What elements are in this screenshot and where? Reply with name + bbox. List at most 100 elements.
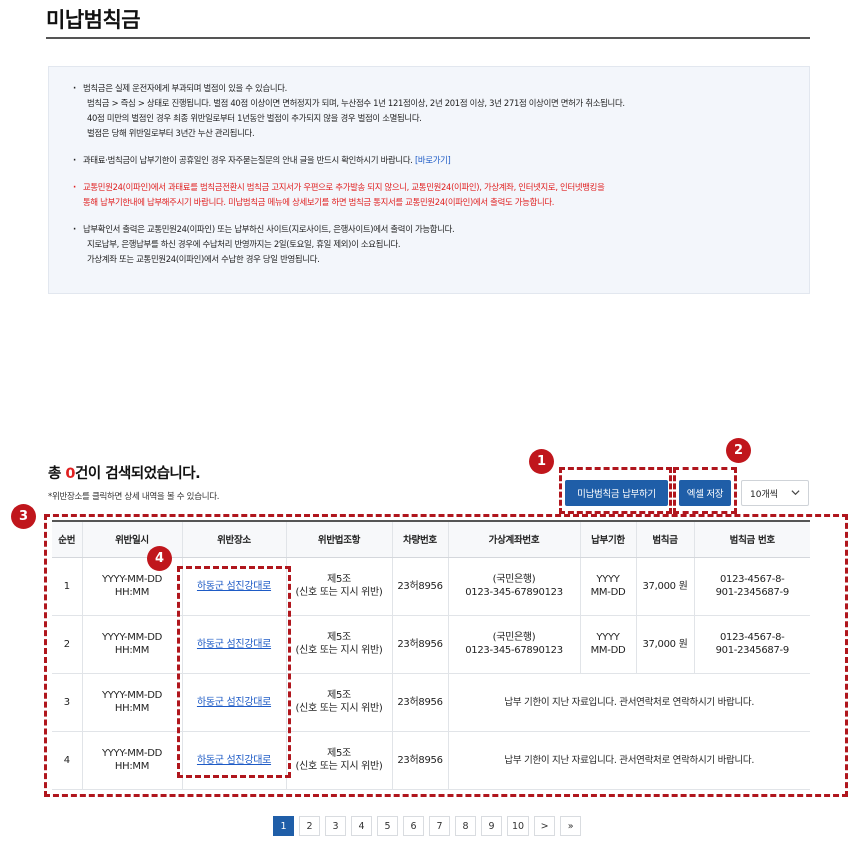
chevron-down-icon <box>791 488 800 500</box>
cell-car: 23허8956 <box>391 615 448 674</box>
next-page-button[interactable]: > <box>534 816 556 836</box>
time-text: HH:MM <box>114 587 150 598</box>
law-article: 제5조 <box>327 690 351 701</box>
cell-place: 하동군 섬진강대로 <box>181 673 286 732</box>
col-header: 위반법조항 <box>285 520 392 558</box>
page-2-button[interactable]: 2 <box>299 816 320 836</box>
law-desc: (신호 또는 지시 위반) <box>295 703 383 714</box>
page-5-button[interactable]: 5 <box>377 816 398 836</box>
page-4-button[interactable]: 4 <box>351 816 372 836</box>
due-year: YYYY <box>596 574 620 585</box>
violation-place-link[interactable]: 하동군 섬진강대로 <box>196 754 272 766</box>
pay-unpaid-fines-button[interactable]: 미납범칙금 납부하기 <box>565 480 668 506</box>
cell-no: 2 <box>52 615 82 674</box>
page-10-button[interactable]: 10 <box>507 816 530 836</box>
col-header: 차량번호 <box>391 520 448 558</box>
cell-law: 제5조(신호 또는 지시 위반) <box>285 557 392 616</box>
cell-law: 제5조(신호 또는 지시 위반) <box>285 615 392 674</box>
cell-no: 4 <box>52 731 82 790</box>
page-9-button[interactable]: 9 <box>481 816 502 836</box>
click-hint: *위반장소를 클릭하면 상세 내역을 볼 수 있습니다. <box>48 492 220 502</box>
cell-no: 1 <box>52 557 82 616</box>
notice-line: 범칙금은 실제 운전자에게 부과되며 벌점이 있을 수 있습니다. <box>83 83 288 93</box>
cell-law: 제5조 (신호 또는 지시 위반) <box>285 673 392 732</box>
fine-no-part: 0123-4567-8- <box>720 632 785 643</box>
cell-due: YYYY MM-DD <box>579 615 636 674</box>
page-3-button[interactable]: 3 <box>325 816 346 836</box>
date-text: YYYY-MM-DD <box>101 574 163 585</box>
fine-no-part: 0123-4567-8- <box>720 574 785 585</box>
date-text: YYYY-MM-DD <box>101 690 163 701</box>
shortcut-link[interactable]: [바로가기] <box>414 155 451 165</box>
callout-badge-3: 3 <box>11 504 36 529</box>
page-1-button[interactable]: 1 <box>273 816 294 836</box>
page-size-select[interactable]: 10개씩 <box>741 480 809 506</box>
due-year: YYYY <box>596 632 620 643</box>
notice-line: 가상계좌 또는 교통민원24(이파인)에서 수납한 경우 당일 반영됩니다. <box>87 254 320 264</box>
notice-item-penalty: 범칙금은 실제 운전자에게 부과되며 벌점이 있을 수 있습니다. 범칙금 > … <box>73 81 795 141</box>
fine-no-part: 901-2345687-9 <box>715 587 790 598</box>
due-date: MM-DD <box>590 587 626 598</box>
cell-fine-no: 0123-4567-8- 901-2345687-9 <box>693 615 810 674</box>
page-6-button[interactable]: 6 <box>403 816 424 836</box>
time-text: HH:MM <box>114 645 150 656</box>
violation-place-link[interactable]: 하동군 섬진강대로 <box>196 638 272 650</box>
col-header: 순번 <box>52 520 82 558</box>
summary-prefix: 총 <box>48 466 66 482</box>
col-header: 가상계좌번호 <box>447 520 580 558</box>
callout-badge-1: 1 <box>529 449 554 474</box>
cell-account: (국민은행) 0123-345-67890123 <box>447 615 580 674</box>
notice-line: 범칙금 > 즉심 > 상태로 진행됩니다. 벌점 40점 이상이면 면허정지가 … <box>87 98 625 108</box>
cell-place: 하동군 섬진강대로 <box>181 615 286 674</box>
last-page-button[interactable]: » <box>560 816 582 836</box>
notice-line: 과태료·범칙금이 납부기한이 공휴일인 경우 자주묻는질문의 안내 글을 반드시… <box>83 153 795 168</box>
pagination: 1 2 3 4 5 6 7 8 9 10 > » <box>273 816 582 836</box>
notice-box: 범칙금은 실제 운전자에게 부과되며 벌점이 있을 수 있습니다. 범칙금 > … <box>48 66 810 294</box>
summary-suffix: 건이 검색되었습니다. <box>74 466 201 482</box>
notice-item-conversion: 교통민원24(이파인)에서 과태료를 범칙금전환시 범칙금 고지서가 우편으로 … <box>73 180 795 210</box>
notice-line: 벌점은 당해 위반일로부터 3년간 누산 관리됩니다. <box>87 128 255 138</box>
page-title: 미납범칙금 <box>46 8 141 32</box>
callout-badge-4: 4 <box>147 546 172 571</box>
page-7-button[interactable]: 7 <box>429 816 450 836</box>
notice-text: 과태료·범칙금이 납부기한이 공휴일인 경우 자주묻는질문의 안내 글을 반드시… <box>83 155 413 165</box>
cell-date: YYYY-MM-DD HH:MM <box>81 615 182 674</box>
col-header: 범칙금 번호 <box>693 520 810 558</box>
col-header: 납부기한 <box>579 520 636 558</box>
violation-place-link[interactable]: 하동군 섬진강대로 <box>196 696 272 708</box>
fine-no-part: 901-2345687-9 <box>715 645 790 656</box>
notice-item-receipt: 납부확인서 출력은 교통민원24(이파인) 또는 납부하신 사이트(지로사이트,… <box>73 222 795 267</box>
overdue-message: 납부 기한이 지난 자료입니다. 관서연락처로 연락하시기 바랍니다. <box>447 673 810 732</box>
cell-car: 23허8956 <box>391 673 448 732</box>
account-number: 0123-345-67890123 <box>465 645 563 656</box>
time-text: HH:MM <box>114 703 150 714</box>
cell-account: (국민은행)0123-345-67890123 <box>447 557 580 616</box>
page-size-value: 10개씩 <box>750 489 779 500</box>
time-text: HH:MM <box>114 761 150 772</box>
excel-save-button[interactable]: 엑셀 저장 <box>679 480 731 506</box>
cell-date: YYYY-MM-DD HH:MM <box>81 673 182 732</box>
callout-badge-2: 2 <box>726 438 751 463</box>
notice-item-holiday: 과태료·범칙금이 납부기한이 공휴일인 경우 자주묻는질문의 안내 글을 반드시… <box>73 153 795 168</box>
law-article: 제5조 <box>327 632 351 643</box>
page-8-button[interactable]: 8 <box>455 816 476 836</box>
notice-line: 납부확인서 출력은 교통민원24(이파인) 또는 납부하신 사이트(지로사이트,… <box>83 224 455 234</box>
law-desc: (신호 또는 지시 위반) <box>295 761 383 772</box>
result-count: 0 <box>65 466 75 482</box>
table-row: 2 YYYY-MM-DD HH:MM 하동군 섬진강대로 제5조(신호 또는 지시… <box>52 615 810 674</box>
due-date: MM-DD <box>590 645 626 656</box>
notice-line: 교통민원24(이파인)에서 과태료를 범칙금전환시 범칙금 고지서가 우편으로 … <box>83 182 605 192</box>
table-row: 3 YYYY-MM-DD HH:MM 하동군 섬진강대로 제5조 (신호 또는 지시… <box>52 673 810 732</box>
cell-due: YYYY MM-DD <box>579 557 636 616</box>
bank-name: (국민은행) <box>492 574 536 585</box>
date-text: YYYY-MM-DD <box>101 632 163 643</box>
cell-no: 3 <box>52 673 82 732</box>
cell-fine-no: 0123-4567-8- 901-2345687-9 <box>693 557 810 616</box>
cell-car: 23허8956 <box>391 557 448 616</box>
notice-line: 40점 미만의 벌점인 경우 최종 위반일로부터 1년동안 벌점이 추가되지 않… <box>87 113 422 123</box>
col-header: 위반장소 <box>181 520 286 558</box>
bank-name: (국민은행) <box>492 632 536 643</box>
cell-amount: 37,000 원 <box>635 557 694 616</box>
violation-place-link[interactable]: 하동군 섬진강대로 <box>196 580 272 592</box>
